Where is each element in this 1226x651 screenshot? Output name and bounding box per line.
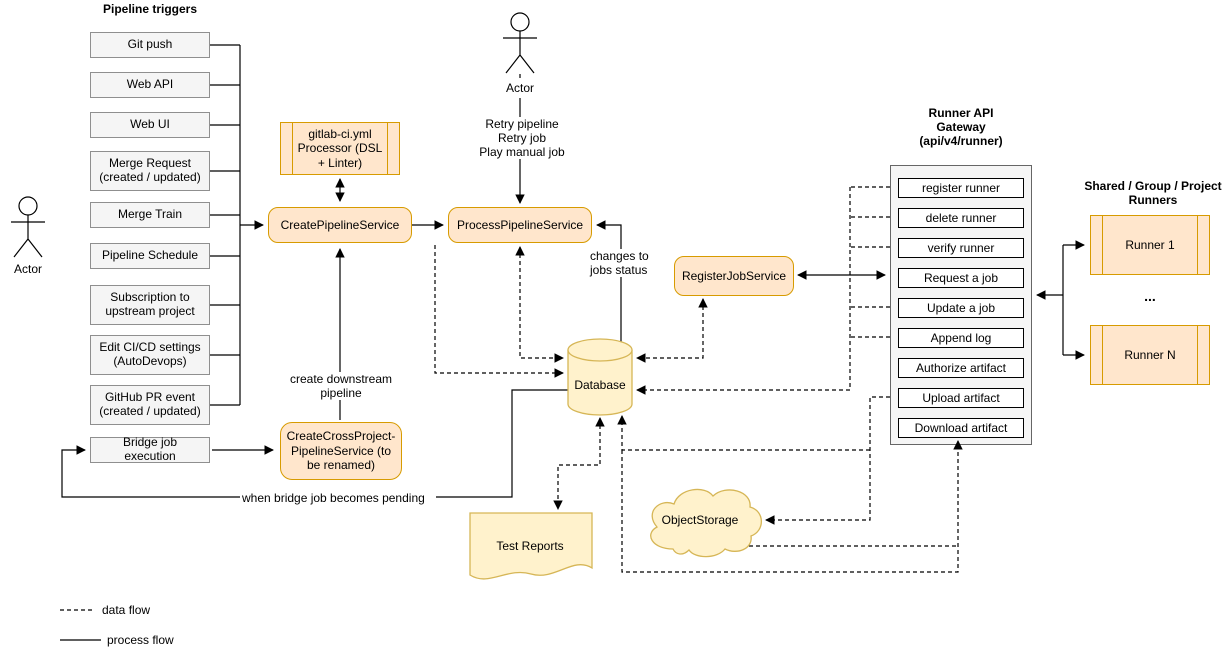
endpoint-authorize-artifact: Authorize artifact [898,358,1024,378]
bridge-job-execution-box: Bridge job execution [90,435,210,463]
retry-actions-label: Retry pipeline Retry job Play manual job [460,117,584,160]
database-label: Database [574,378,626,392]
legend-process-flow-label: process flow [107,633,174,647]
trigger-web-ui: Web UI [90,112,210,138]
changes-to-jobs-status-label: changes to jobs status [588,249,660,278]
endpoint-append-log: Append log [898,328,1024,348]
trigger-subscription: Subscription to upstream project [90,285,210,325]
runners-ellipsis: ... [1144,288,1156,304]
runner-api-gateway-container: register runner delete runner verify run… [890,165,1032,445]
trigger-git-push: Git push [90,32,210,58]
create-cross-project-pipeline-service: CreateCrossProject-PipelineService (to b… [280,422,402,480]
runner-api-gateway-title: Runner API Gateway (api/v4/runner) [919,106,1003,149]
endpoint-register-runner: register runner [898,178,1024,198]
legend-data-flow-label: data flow [102,603,151,617]
trigger-web-api: Web API [90,72,210,98]
when-bridge-job-pending-label: when bridge job becomes pending [240,491,436,506]
test-reports-label: Test Reports [496,539,564,553]
endpoint-verify-runner: verify runner [898,238,1024,258]
endpoint-request-a-job: Request a job [898,268,1024,288]
trigger-github-pr: GitHub PR event (created / updated) [90,385,210,425]
top-actor-label: Actor [505,81,534,95]
runners-title: Shared / Group / Project Runners [1084,179,1222,208]
gitlab-ci-yml-processor: gitlab-ci.yml Processor (DSL + Linter) [280,122,400,175]
trigger-merge-request: Merge Request (created / updated) [90,151,210,191]
endpoint-upload-artifact: Upload artifact [898,388,1024,408]
left-actor-label: Actor [13,262,42,276]
endpoint-delete-runner: delete runner [898,208,1024,228]
create-pipeline-service: CreatePipelineService [268,207,412,243]
runner-n: Runner N [1090,325,1210,385]
endpoint-download-artifact: Download artifact [898,418,1024,438]
register-job-service: RegisterJobService [674,256,794,296]
endpoint-update-a-job: Update a job [898,298,1024,318]
object-storage-label: ObjectStorage [661,513,739,527]
process-pipeline-service: ProcessPipelineService [448,207,592,243]
create-downstream-pipeline-label: create downstream pipeline [284,372,398,401]
trigger-pipeline-schedule: Pipeline Schedule [90,243,210,269]
runner-1: Runner 1 [1090,215,1210,275]
top-actor-icon [503,12,537,80]
pipeline-triggers-title: Pipeline triggers [102,2,198,16]
left-actor-icon [11,196,45,258]
trigger-edit-cicd: Edit CI/CD settings (AutoDevops) [90,335,210,375]
database-cylinder [567,338,633,416]
trigger-merge-train: Merge Train [90,202,210,228]
